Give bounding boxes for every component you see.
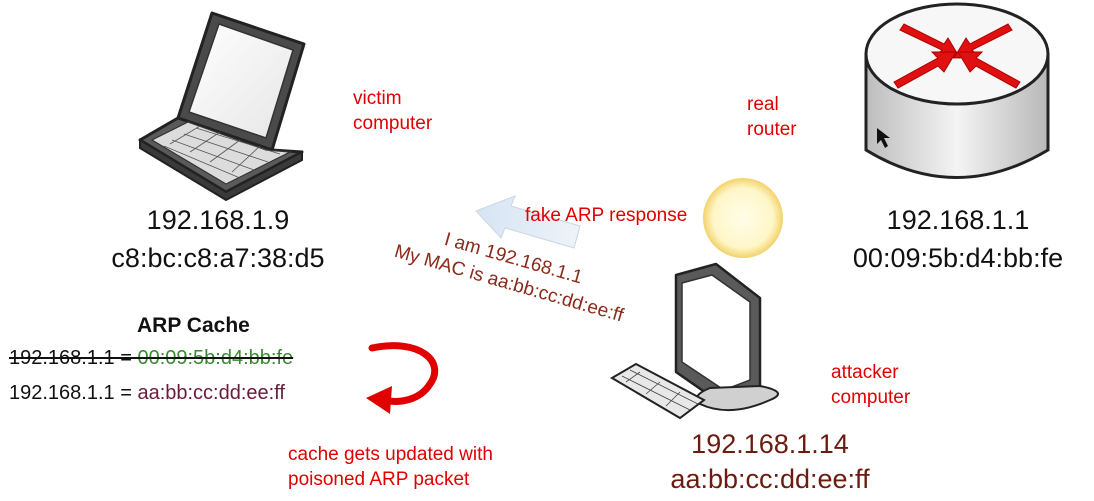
router-mac: 00:09:5b:d4:bb:fe — [852, 243, 1064, 273]
arp-cache-title: ARP Cache — [137, 314, 250, 337]
fake-response-label: fake ARP response — [525, 205, 688, 226]
victim-label: victim computer — [353, 88, 433, 134]
victim-mac: c8:bc:c8:a7:38:d5 — [111, 243, 325, 273]
attacker-ip: 192.168.1.14 — [691, 429, 849, 459]
arp-cache-old-ip: 192.168.1.1 = — [9, 347, 138, 369]
arp-cache-new-entry: 192.168.1.1 = aa:bb:cc:dd:ee:ff — [9, 382, 285, 405]
arp-cache-new-ip: 192.168.1.1 = — [9, 382, 138, 404]
victim-ip: 192.168.1.9 — [146, 205, 290, 235]
router-ip: 192.168.1.1 — [886, 205, 1030, 235]
arp-cache-new-mac: aa:bb:cc:dd:ee:ff — [137, 382, 285, 404]
arp-cache-old-entry: 192.168.1.1 = 00:09:5b:d4:bb:fe — [9, 347, 293, 370]
router-label: real router — [747, 94, 797, 140]
attacker-label: attacker computer — [831, 362, 911, 408]
cache-note: cache gets updated with poisoned ARP pac… — [288, 444, 493, 490]
arp-cache-old-mac: 00:09:5b:d4:bb:fe — [137, 347, 294, 369]
attacker-mac: aa:bb:cc:dd:ee:ff — [670, 464, 870, 494]
